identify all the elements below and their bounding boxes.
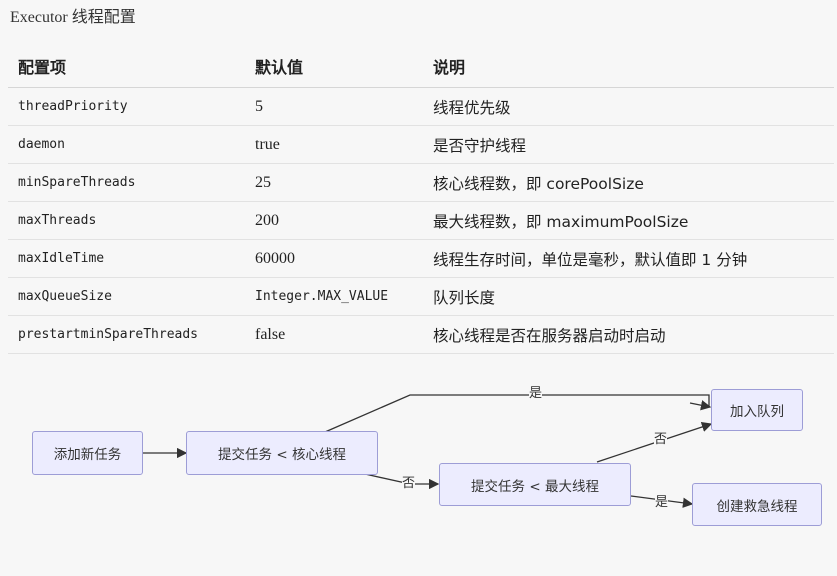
edge-label-yes-bottom: 是 bbox=[655, 495, 669, 510]
table-row: threadPriority 5 线程优先级 bbox=[8, 87, 834, 126]
node-create-emergency-thread: 创建救急线程 bbox=[692, 483, 822, 526]
config-table: 配置项 默认值 说明 threadPriority 5 线程优先级 daemon… bbox=[8, 45, 834, 354]
cell-description: 是否守护线程 bbox=[423, 125, 834, 164]
table-row: prestartminSpareThreads false 核心线程是否在服务器… bbox=[8, 315, 834, 354]
table-row: maxQueueSize Integer.MAX_VALUE 队列长度 bbox=[8, 277, 834, 316]
column-header-description: 说明 bbox=[423, 45, 834, 88]
cell-description: 队列长度 bbox=[423, 277, 834, 316]
page-title: Executor 线程配置 bbox=[10, 3, 136, 27]
cell-description: 线程生存时间，单位是毫秒，默认值即 1 分钟 bbox=[423, 239, 834, 278]
table-row: minSpareThreads 25 核心线程数，即 corePoolSize bbox=[8, 163, 834, 202]
cell-config-name: daemon bbox=[8, 125, 245, 164]
edge-core-yes-queue bbox=[324, 394, 710, 433]
column-header-config: 配置项 bbox=[8, 45, 245, 88]
cell-description: 核心线程数，即 corePoolSize bbox=[423, 163, 834, 202]
cell-description: 核心线程是否在服务器启动时启动 bbox=[423, 315, 834, 354]
edge-core-yes-queue-end bbox=[689, 400, 712, 411]
cell-default-value: true bbox=[245, 125, 423, 164]
cell-default-value: 60000 bbox=[245, 239, 423, 278]
cell-config-name: maxIdleTime bbox=[8, 239, 245, 278]
cell-config-name: prestartminSpareThreads bbox=[8, 315, 245, 354]
cell-default-value: 5 bbox=[245, 87, 423, 126]
node-enqueue: 加入队列 bbox=[711, 389, 803, 431]
cell-config-name: threadPriority bbox=[8, 87, 245, 126]
cell-default-value: 25 bbox=[245, 163, 423, 202]
table-row: maxIdleTime 60000 线程生存时间，单位是毫秒，默认值即 1 分钟 bbox=[8, 239, 834, 278]
cell-config-name: minSpareThreads bbox=[8, 163, 245, 202]
edge-label-no-to-max: 否 bbox=[402, 476, 416, 491]
table-row: daemon true 是否守护线程 bbox=[8, 125, 834, 164]
cell-default-value: 200 bbox=[245, 201, 423, 240]
node-submit-lt-max: 提交任务 < 最大线程 bbox=[439, 463, 631, 506]
page-title-suffix: 线程配置 bbox=[71, 7, 136, 26]
node-add-task: 添加新任务 bbox=[32, 431, 143, 475]
cell-description: 线程优先级 bbox=[423, 87, 834, 126]
table-header-row: 配置项 默认值 说明 bbox=[8, 45, 834, 88]
cell-config-name: maxThreads bbox=[8, 201, 245, 240]
cell-default-value: false bbox=[245, 315, 423, 354]
cell-default-value: Integer.MAX_VALUE bbox=[245, 277, 423, 316]
cell-config-name: maxQueueSize bbox=[8, 277, 245, 316]
executor-flow-diagram: 添加新任务 提交任务 < 核心线程 提交任务 < 最大线程 加入队列 创建救急线… bbox=[0, 370, 837, 576]
edge-label-no-to-queue: 否 bbox=[654, 432, 668, 447]
table-row: maxThreads 200 最大线程数，即 maximumPoolSize bbox=[8, 201, 834, 240]
cell-description: 最大线程数，即 maximumPoolSize bbox=[423, 201, 834, 240]
node-submit-lt-core: 提交任务 < 核心线程 bbox=[186, 431, 378, 475]
edge-label-yes-top: 是 bbox=[529, 386, 543, 401]
page-title-prefix: Executor bbox=[10, 9, 68, 26]
column-header-default: 默认值 bbox=[245, 45, 423, 88]
